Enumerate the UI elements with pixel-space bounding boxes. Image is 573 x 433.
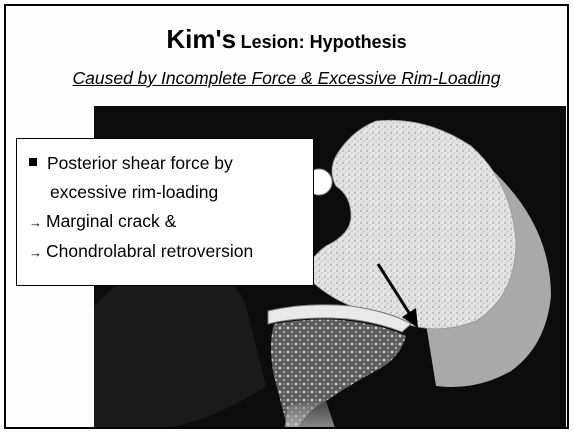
slide-title: Kim's Lesion: Hypothesis	[6, 26, 567, 52]
title-rest: Lesion: Hypothesis	[241, 32, 407, 52]
arrow-item-2: →Chondrolabral retroversion	[29, 237, 303, 267]
arrow-line-1-text: Marginal crack &	[46, 211, 176, 231]
arrow-line-2-text: Chondrolabral retroversion	[46, 241, 253, 261]
bullet-item-1: Posterior shear force by	[29, 149, 303, 178]
right-arrow-icon: →	[29, 238, 42, 267]
title-main: Kim's	[166, 24, 236, 54]
bullet-item-1-continuation: excessive rim-loading	[29, 178, 303, 207]
slide: Kim's Lesion: Hypothesis Caused by Incom…	[4, 4, 569, 429]
right-arrow-icon: →	[29, 208, 42, 237]
arrow-item-1: →Marginal crack &	[29, 207, 303, 237]
bullet-line-2-text: excessive rim-loading	[50, 182, 218, 202]
square-bullet-icon	[29, 158, 37, 166]
bullet-line-1-text: Posterior shear force by	[47, 153, 233, 173]
hypothesis-textbox: Posterior shear force by excessive rim-l…	[16, 138, 314, 286]
slide-subtitle: Caused by Incomplete Force & Excessive R…	[6, 68, 567, 89]
